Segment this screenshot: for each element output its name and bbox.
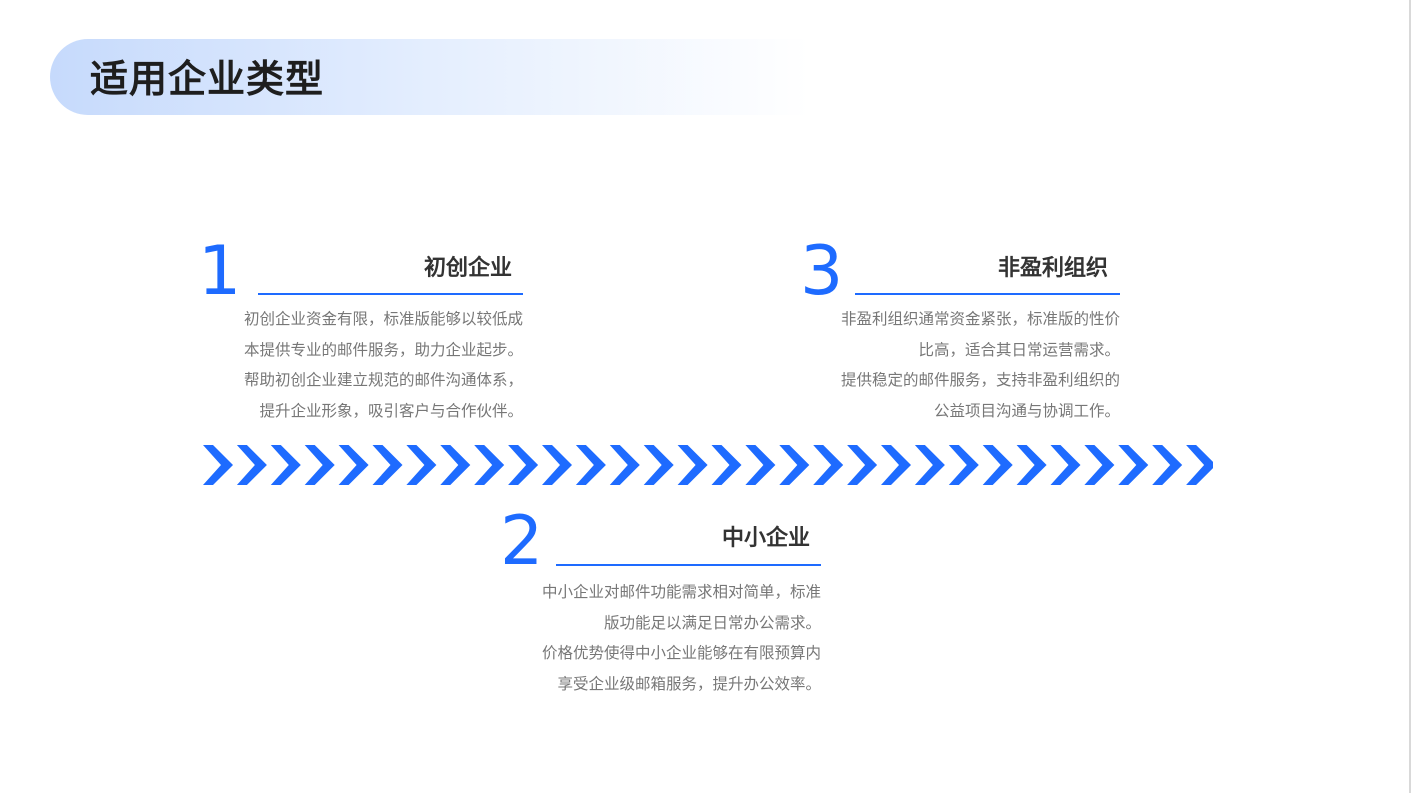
card-paragraph: 帮助初创企业建立规范的邮件沟通体系，提升企业形象，吸引客户与合作伙伴。 (243, 371, 523, 420)
card-number: 2 (500, 502, 544, 581)
chevron-arrow-icon (779, 445, 810, 485)
chevron-arrow-icon (813, 445, 844, 485)
chevron-arrow-icon (609, 445, 640, 485)
chevron-arrow-icon (643, 445, 674, 485)
chevron-arrow-icon (542, 445, 572, 485)
card-paragraph: 初创企业资金有限，标准版能够以较低成本提供专业的邮件服务，助力企业起步。 (243, 310, 523, 359)
card-underline (258, 293, 523, 295)
title-banner: 适用企业类型 (50, 39, 810, 115)
card-number: 3 (800, 232, 844, 311)
card-title: 初创企业 (423, 256, 512, 281)
chevron-arrow-icon (440, 445, 471, 485)
chevron-arrow-icon (1050, 445, 1081, 485)
chevron-arrow-icon (372, 445, 403, 485)
card-paragraph: 价格优势使得中小企业能够在有限预算内享受企业级邮箱服务，提升办公效率。 (541, 644, 821, 693)
chevron-arrow-icon (236, 445, 267, 485)
chevron-arrow-icon (270, 445, 301, 485)
chevron-arrow-icon (881, 445, 911, 485)
card-underline (855, 293, 1120, 295)
card-title: 中小企业 (721, 526, 810, 551)
chevron-arrow-icon (1152, 445, 1183, 485)
card-paragraph: 非盈利组织通常资金紧张，标准版的性价比高，适合其日常运营需求。 (840, 310, 1120, 359)
chevron-arrow-icon (1186, 445, 1213, 485)
card-title: 非盈利组织 (997, 256, 1108, 281)
card-description: 中小企业对邮件功能需求相对简单，标准版功能足以满足日常办公需求。 价格优势使得中… (541, 577, 821, 699)
chevron-arrow-icon (948, 445, 979, 485)
chevron-arrow-icon (474, 445, 505, 485)
chevron-arrow-icon (711, 445, 742, 485)
chevron-arrow-icon (406, 445, 437, 485)
card-paragraph: 提供稳定的邮件服务，支持非盈利组织的公益项目沟通与协调工作。 (840, 371, 1120, 420)
chevron-arrow-icon (508, 445, 539, 485)
chevron-arrow-icon (745, 445, 776, 485)
chevron-arrow-icon (1016, 445, 1047, 485)
chevron-arrow-icon (1084, 445, 1115, 485)
chevron-arrow-icon (982, 445, 1013, 485)
chevron-arrow-icon (847, 445, 878, 485)
chevron-arrow-icon (677, 445, 708, 485)
card-description: 非盈利组织通常资金紧张，标准版的性价比高，适合其日常运营需求。 提供稳定的邮件服… (840, 304, 1120, 426)
card-number: 1 (198, 232, 242, 311)
card-description: 初创企业资金有限，标准版能够以较低成本提供专业的邮件服务，助力企业起步。 帮助初… (243, 304, 523, 426)
card-paragraph: 中小企业对邮件功能需求相对简单，标准版功能足以满足日常办公需求。 (541, 583, 821, 632)
page-edge-rule (1409, 0, 1411, 793)
chevron-arrow-icon (575, 445, 606, 485)
chevron-arrow-icon (338, 445, 369, 485)
chevron-arrow-icon (203, 445, 233, 485)
chevron-timeline (203, 445, 1213, 485)
chevron-arrow-icon (304, 445, 335, 485)
card-underline (556, 564, 821, 566)
chevron-arrow-icon (914, 445, 945, 485)
chevron-arrow-icon (1118, 445, 1149, 485)
page-title: 适用企业类型 (90, 57, 325, 101)
